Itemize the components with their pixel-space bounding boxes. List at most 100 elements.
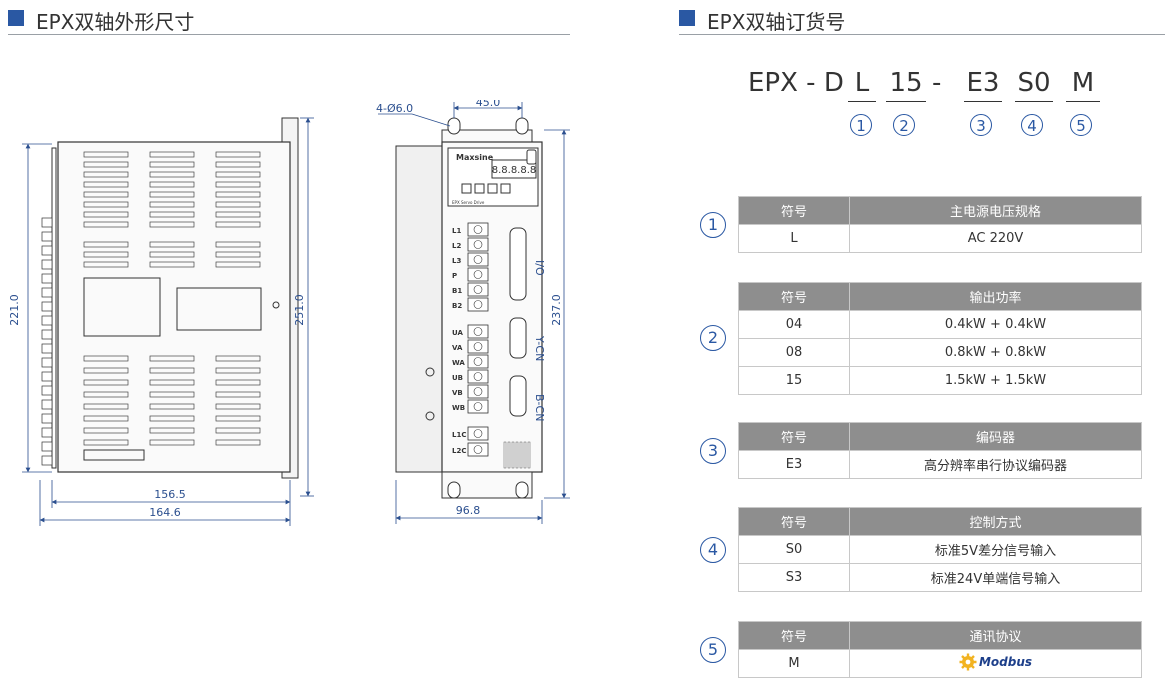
terminal-screw (467, 282, 489, 297)
vent-slot (83, 261, 129, 268)
order-mark-4: 4 (1021, 114, 1043, 136)
terminal-screw-head (473, 300, 483, 309)
vent-slot (149, 379, 195, 386)
vent-slot (149, 211, 195, 218)
terminal-label: VA (452, 344, 463, 352)
terminal-screw (467, 426, 489, 441)
terminal-screw-head (473, 445, 483, 454)
dim-hole: 4-Ø6.0 (376, 102, 413, 115)
order-code-part-control: S0 (1015, 68, 1053, 102)
terminal-label: L2 (452, 242, 461, 250)
side-connector (41, 413, 53, 424)
terminal-label: L3 (452, 257, 461, 265)
panel-keys (461, 183, 511, 194)
terminal-label: B2 (452, 302, 462, 310)
terminal-screw (467, 399, 489, 414)
vent-slot (511, 441, 515, 469)
order-code-part-power: 15 (886, 68, 926, 102)
vent-slot (215, 241, 261, 248)
dim-front-depth: 96.8 (456, 504, 481, 517)
vent-slot (215, 161, 261, 168)
terminal-screw (467, 339, 489, 354)
vent-slot (83, 221, 129, 228)
vent-slot (507, 441, 511, 469)
side-connector (41, 455, 53, 466)
vent-slot (519, 441, 523, 469)
dim-bottom-outer: 164.6 (149, 506, 181, 519)
vent-slot (215, 355, 261, 362)
vent-slot (503, 441, 507, 469)
side-connector (41, 315, 53, 326)
dim-top-width: 45.0 (476, 100, 501, 109)
vent-slot (149, 151, 195, 158)
terminal-screw-head (473, 225, 483, 234)
order-mark-2: 2 (893, 114, 915, 136)
terminal-screw (467, 267, 489, 282)
vent-slot (149, 251, 195, 258)
port-y: Y-CN (533, 335, 546, 361)
terminal-screw-head (473, 270, 483, 279)
side-connector (41, 217, 53, 228)
vent-slot (149, 427, 195, 434)
terminal-label: VB (452, 389, 463, 397)
terminal-screw-head (473, 402, 483, 411)
side-connector (41, 231, 53, 242)
terminal-label: WA (452, 359, 465, 367)
dim-bottom-inner: 156.5 (154, 488, 186, 501)
dimension-drawing: 221.0 251.0 156.5 164.6 Maxsine 8.8.8.8.… (8, 100, 570, 526)
vent-slot (149, 355, 195, 362)
terminal-screw (467, 442, 489, 457)
vent-slot (83, 241, 129, 248)
table-mark-2: 2 (700, 325, 726, 351)
section-header-dimensions: EPX双轴外形尺寸 (8, 4, 570, 35)
side-connector (41, 385, 53, 396)
vent-slot (215, 391, 261, 398)
side-connector (41, 399, 53, 410)
terminal-screw-head (473, 327, 483, 336)
vent-slot (215, 171, 261, 178)
vent-slot (215, 151, 261, 158)
terminal-screw (467, 354, 489, 369)
dim-left-height: 221.0 (8, 294, 21, 326)
table-mark-5: 5 (700, 637, 726, 663)
order-mark-5: 5 (1070, 114, 1092, 136)
side-view-dimensions: 221.0 251.0 156.5 164.6 (8, 117, 314, 526)
front-view: Maxsine 8.8.8.8.8 EPX Servo Drive L1L2L3… (395, 117, 546, 499)
vent-slot (215, 261, 261, 268)
side-connector (41, 441, 53, 452)
vent-slot (215, 251, 261, 258)
vent-slot (83, 415, 129, 422)
side-connector (41, 343, 53, 354)
terminal-screw (467, 324, 489, 339)
vent-slot (215, 403, 261, 410)
vent-slot (83, 251, 129, 258)
order-code-part-encoder: E3 (964, 68, 1002, 102)
vent-slot (215, 211, 261, 218)
vent-slot (149, 201, 195, 208)
vent-slot (83, 181, 129, 188)
terminal-label: P (452, 272, 457, 280)
vent-slot (83, 171, 129, 178)
gear-icon (959, 653, 977, 670)
terminal-label: WB (452, 404, 465, 412)
terminal-label: L1 (452, 227, 461, 235)
terminal-screw (467, 384, 489, 399)
vent-slot (215, 439, 261, 446)
terminal-label: UB (452, 374, 463, 382)
side-connector (41, 357, 53, 368)
vent-slot (149, 221, 195, 228)
vent-slot (215, 427, 261, 434)
vent-slot (215, 221, 261, 228)
vent-slot (149, 439, 195, 446)
vent-slot (83, 151, 129, 158)
side-connector (41, 329, 53, 340)
terminal-label: L1C (452, 431, 466, 439)
vent-slot (149, 181, 195, 188)
